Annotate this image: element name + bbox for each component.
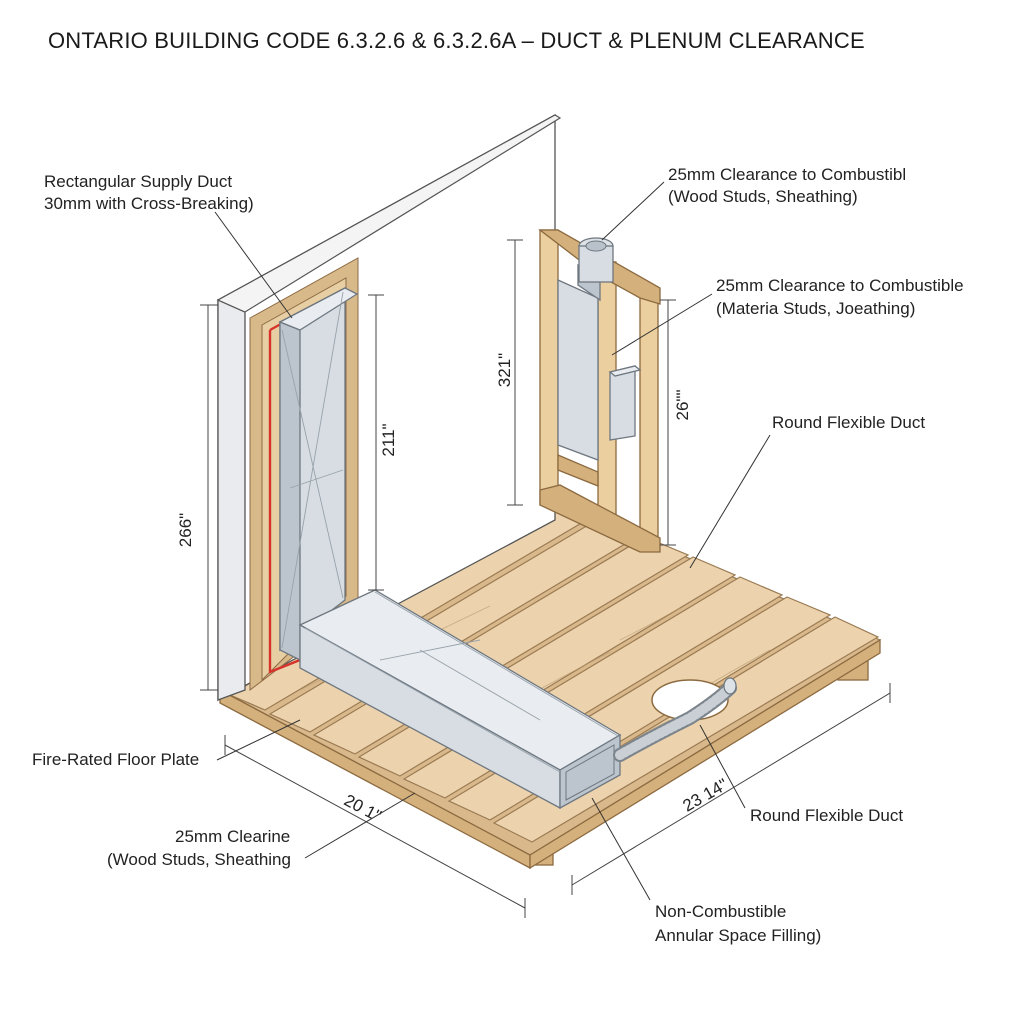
round-flexible-duct	[613, 677, 737, 762]
frame-small-duct	[609, 365, 636, 441]
label-rect-duct-line1: Rectangular Supply Duct	[44, 172, 232, 191]
label-clear-bottom-line2: (Wood Studs, Sheathing	[107, 850, 291, 869]
flex-duct-end	[723, 677, 737, 695]
label-clear-top-line1: 25mm Clearance to Combustibl	[668, 165, 906, 184]
label-annular-line2: Annular Space Filling)	[655, 926, 821, 945]
dim-frame-height: 321"	[495, 353, 514, 387]
floor-edge-right	[529, 638, 881, 870]
label-rect-duct-line2: 30mm with Cross-Breaking)	[44, 194, 254, 213]
rectangular-supply-duct	[278, 286, 622, 810]
dim-floor-right: 23 14"	[679, 775, 731, 816]
duct-run-end	[559, 733, 621, 810]
stud-bottom-plate	[539, 484, 661, 553]
label-round-flex-upper: Round Flexible Duct	[772, 413, 925, 432]
stud-frame	[538, 229, 661, 553]
duct-riser-top	[278, 287, 359, 331]
frame-duct-riser	[557, 278, 599, 461]
label-annular-line1: Non-Combustible	[655, 902, 786, 921]
stud-post-back	[539, 229, 559, 506]
dim-frame-inner: 26""	[673, 390, 692, 421]
duct-riser-side	[279, 321, 301, 662]
fire-rated-line	[268, 330, 301, 674]
dimension-lines	[200, 239, 891, 918]
label-clear-mid-line2: (Materia Studs, Joeathing)	[716, 299, 915, 318]
dim-floor-front: 20 1"	[341, 791, 384, 826]
label-clear-bottom-line1: 25mm Clearine	[175, 827, 290, 846]
flex-duct-coils	[615, 683, 735, 760]
duct-cross-breaking	[281, 291, 344, 649]
dim-duct-height: 211"	[379, 423, 398, 456]
label-clear-mid-line1: 25mm Clearance to Combustible	[716, 276, 964, 295]
leader-lines	[214, 181, 771, 901]
wall-edge	[217, 298, 246, 701]
label-fire-floor-plate: Fire-Rated Floor Plate	[32, 750, 199, 769]
dim-wall-height: 266"	[176, 513, 195, 547]
diagram-title: ONTARIO BUILDING CODE 6.3.2.6 & 6.3.2.6A…	[48, 28, 865, 53]
label-round-flex-lower: Round Flexible Duct	[750, 806, 903, 825]
wall-top	[216, 114, 562, 313]
label-clear-top-line2: (Wood Studs, Sheathing)	[668, 187, 858, 206]
duct-end-opening	[565, 744, 615, 801]
